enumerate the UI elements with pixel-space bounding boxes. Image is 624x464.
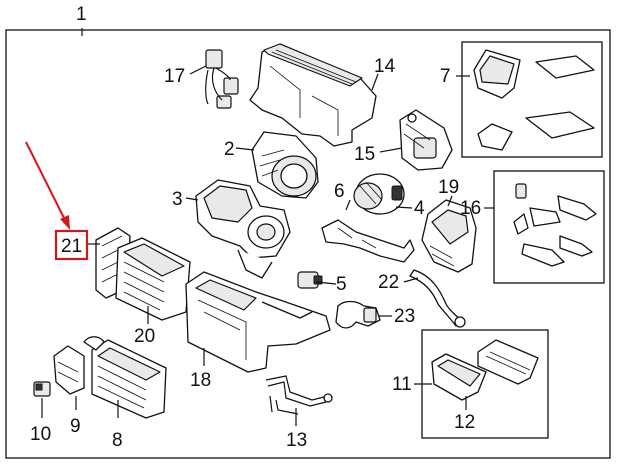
part-11-filter-housing (431, 353, 487, 401)
part-14-plenum-housing (249, 43, 377, 147)
callout-6: 6 (334, 181, 345, 202)
callout-19: 19 (438, 177, 459, 198)
callout-9: 9 (70, 416, 81, 437)
part-9-bracket (53, 345, 85, 395)
callout-4: 4 (414, 198, 425, 219)
callout-2: 2 (224, 139, 235, 160)
callout-labels: 1 2 3 4 5 6 7 8 9 10 11 12 13 14 15 16 1… (30, 4, 481, 451)
part-19-duct-block (421, 199, 477, 273)
part-10-clip (33, 381, 51, 397)
part-5-sensor (297, 271, 323, 289)
part-23-tube (335, 300, 381, 329)
callout-12: 12 (454, 412, 475, 433)
part-2-blower-inlet (251, 131, 319, 199)
callout-7: 7 (440, 66, 451, 87)
callout-1: 1 (76, 4, 87, 25)
highlight-box-21 (54, 229, 89, 261)
group-box-16 (493, 170, 605, 284)
callout-14: 14 (374, 56, 396, 77)
callout-3: 3 (172, 189, 183, 210)
part-17-wiring-harness (205, 49, 239, 109)
callout-17: 17 (164, 66, 185, 87)
callout-18: 18 (190, 370, 211, 391)
part-8-evaporator (83, 336, 167, 419)
callout-13: 13 (286, 430, 307, 451)
callout-21: 21 (61, 236, 82, 257)
callout-23: 23 (394, 306, 415, 327)
callout-20: 20 (134, 326, 155, 347)
part-6-blower-motor (353, 173, 405, 215)
part-18-hvac-case (185, 271, 331, 373)
part-4-linkage (321, 219, 415, 263)
part-3-blower-case (195, 179, 291, 279)
callout-8: 8 (112, 430, 123, 451)
part-20-filter (115, 237, 191, 321)
part-12-filter-element (477, 339, 539, 385)
part-13-refrigerant-line (265, 375, 333, 415)
callout-10: 10 (30, 424, 51, 445)
part-22-tube (409, 269, 466, 328)
highlight-arrowhead (60, 215, 70, 230)
callout-15: 15 (354, 144, 375, 165)
part-7-seal-kit (473, 49, 595, 151)
leader-lines (41, 28, 494, 426)
callout-22: 22 (378, 272, 399, 293)
callout-16: 16 (460, 198, 481, 219)
assembly-frame (5, 29, 611, 459)
callout-11: 11 (392, 374, 412, 395)
part-16-fittings (513, 183, 597, 267)
highlight-arrow (25, 141, 67, 223)
part-15-actuator (399, 109, 453, 171)
callout-5: 5 (336, 274, 347, 295)
group-box-7 (461, 41, 603, 158)
